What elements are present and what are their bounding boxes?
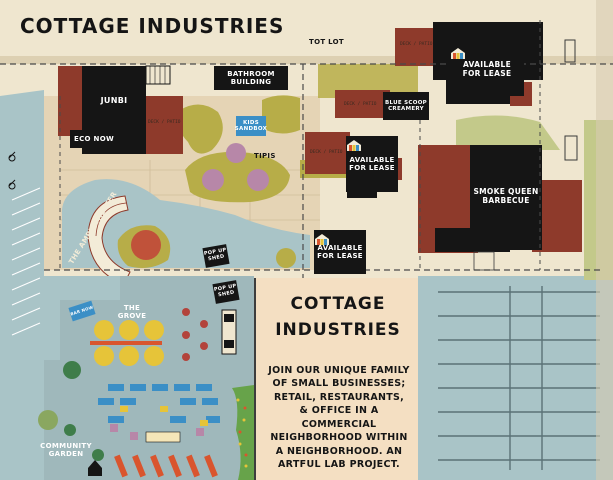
info-panel: COTTAGE INDUSTRIES JOIN OUR UNIQUE FAMIL… — [254, 278, 418, 480]
lease-text: AVAILABLE FOR LEASE — [317, 243, 363, 260]
pop-up-shed-2[interactable]: POP UP SHED — [212, 280, 240, 304]
available-for-lease-3[interactable]: AVAILABLE FOR LEASE — [314, 230, 366, 274]
tipis-label: TIPIS — [254, 152, 276, 160]
info-title-line2: INDUSTRIES — [275, 320, 401, 340]
lease-text: AVAILABLE FOR LEASE — [349, 155, 395, 172]
smoke-queen-label: SMOKE QUEEN BARBECUE — [473, 187, 539, 205]
eco-now-label: ECO NOW — [70, 130, 118, 148]
patio-label: DECK / PATIO — [344, 102, 377, 107]
tot-lot-label: TOT LOT — [309, 38, 344, 46]
patio-label: DECK / PATIO — [310, 150, 343, 155]
map-title: COTTAGE INDUSTRIES — [20, 14, 285, 38]
lease-text: AVAILABLE FOR LEASE — [462, 60, 512, 78]
info-body: JOIN OUR UNIQUE FAMILY OF SMALL BUSINESS… — [268, 365, 410, 471]
patio-label: DECK / PATIO — [400, 42, 433, 47]
info-title-line1: COTTAGE — [290, 294, 386, 314]
community-garden-label: COMMUNITY GARDEN — [40, 442, 92, 459]
right-parking — [418, 276, 613, 480]
house-icon — [451, 48, 465, 59]
left-parking — [0, 90, 44, 480]
available-for-lease-2[interactable]: AVAILABLE FOR LEASE — [346, 136, 398, 192]
pop-up-shed-1[interactable]: POP UP SHED — [202, 244, 230, 268]
the-grove-label: THE GROVE — [117, 304, 147, 321]
patio-label: DECK / PATIO — [148, 120, 181, 125]
junbi-label: JUNBI — [100, 96, 128, 105]
house-icon — [315, 234, 329, 245]
blue-scoop-label: BLUE SCOOP CREAMERY — [383, 92, 429, 120]
available-for-lease-1[interactable]: AVAILABLE FOR LEASE — [450, 44, 524, 96]
bathroom-building-label: BATHROOM BUILDING — [214, 66, 288, 90]
house-icon — [347, 140, 361, 151]
kids-sandbox-label: KIDS SANDBOX — [235, 116, 267, 136]
